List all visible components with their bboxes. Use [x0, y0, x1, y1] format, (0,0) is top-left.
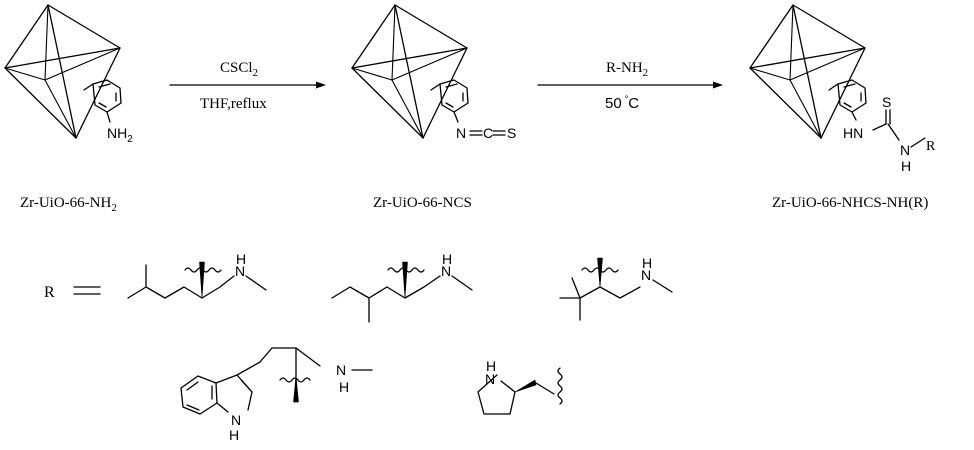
- indole-h-label: H: [229, 427, 239, 443]
- r3-amine-n-label: N: [641, 267, 651, 283]
- r-group-5: N H: [477, 358, 563, 415]
- thiourea-phenyl-linker: [828, 79, 926, 148]
- carbon-label: C: [483, 125, 493, 141]
- r1-amine-h-label: H: [236, 251, 246, 267]
- r3-amine-h-label: H: [642, 255, 652, 271]
- thiourea-nh-label: HN: [843, 125, 863, 141]
- reaction-arrow-2: [537, 81, 723, 89]
- aminophenyl-linker: [83, 79, 122, 123]
- compound-label-zr-uio-66-nhcs-nh-r: Zr-UiO-66-NHCS-NH(R): [772, 195, 928, 211]
- temperature-label: 50°C: [605, 94, 639, 112]
- reaction-arrow-1: [169, 81, 326, 89]
- structure-zr-uio-66-ncs: N C S: [351, 4, 516, 141]
- r2-amine-h-label: H: [442, 251, 452, 267]
- sulfur-label: S: [507, 125, 516, 141]
- r-group-4: N H N H: [180, 347, 373, 443]
- octahedron-framework: [351, 4, 468, 139]
- amine-label: NH2: [107, 125, 133, 145]
- compound-label-zr-uio-66-ncs: Zr-UiO-66-NCS: [373, 195, 472, 211]
- octahedron-framework: [4, 4, 121, 139]
- thiourea-n-label: N: [900, 142, 910, 158]
- isothiocyanatophenyl-linker: [430, 79, 506, 136]
- pyrrolidine-n-label: N: [485, 371, 495, 387]
- structure-zr-uio-66-nh2: NH2: [4, 4, 133, 145]
- r2-amine-n-label: N: [441, 263, 451, 279]
- conditions-thf-reflux: THF,reflux: [200, 96, 267, 112]
- r4-amine-h-label: H: [339, 379, 349, 395]
- pyrrolidine-h-label: H: [486, 358, 496, 374]
- structure-zr-uio-66-nhcs-nh-r: HN S N H R: [749, 4, 936, 174]
- reagent-cscl2: CSCl2: [220, 60, 258, 79]
- reagent-r-nh2: R-NH2: [606, 60, 648, 79]
- indole-n-label: N: [231, 412, 241, 428]
- equals-sign: [73, 286, 101, 295]
- compound-label-zr-uio-66-nh2: Zr-UiO-66-NH2: [20, 195, 117, 214]
- octahedron-framework: [749, 4, 866, 139]
- r4-amine-n-label: N: [336, 362, 346, 378]
- r-definition-label: R: [44, 284, 55, 301]
- r-group-label: R: [926, 139, 936, 154]
- r1-amine-n-label: N: [235, 263, 245, 279]
- r-group-3: N H: [559, 255, 673, 321]
- r-group-2: N H: [331, 251, 473, 323]
- thiourea-sulfur-label: S: [882, 94, 891, 110]
- r-group-1: N H: [127, 251, 267, 299]
- nitrogen-label: N: [456, 125, 466, 141]
- thiourea-h-label: H: [901, 158, 911, 174]
